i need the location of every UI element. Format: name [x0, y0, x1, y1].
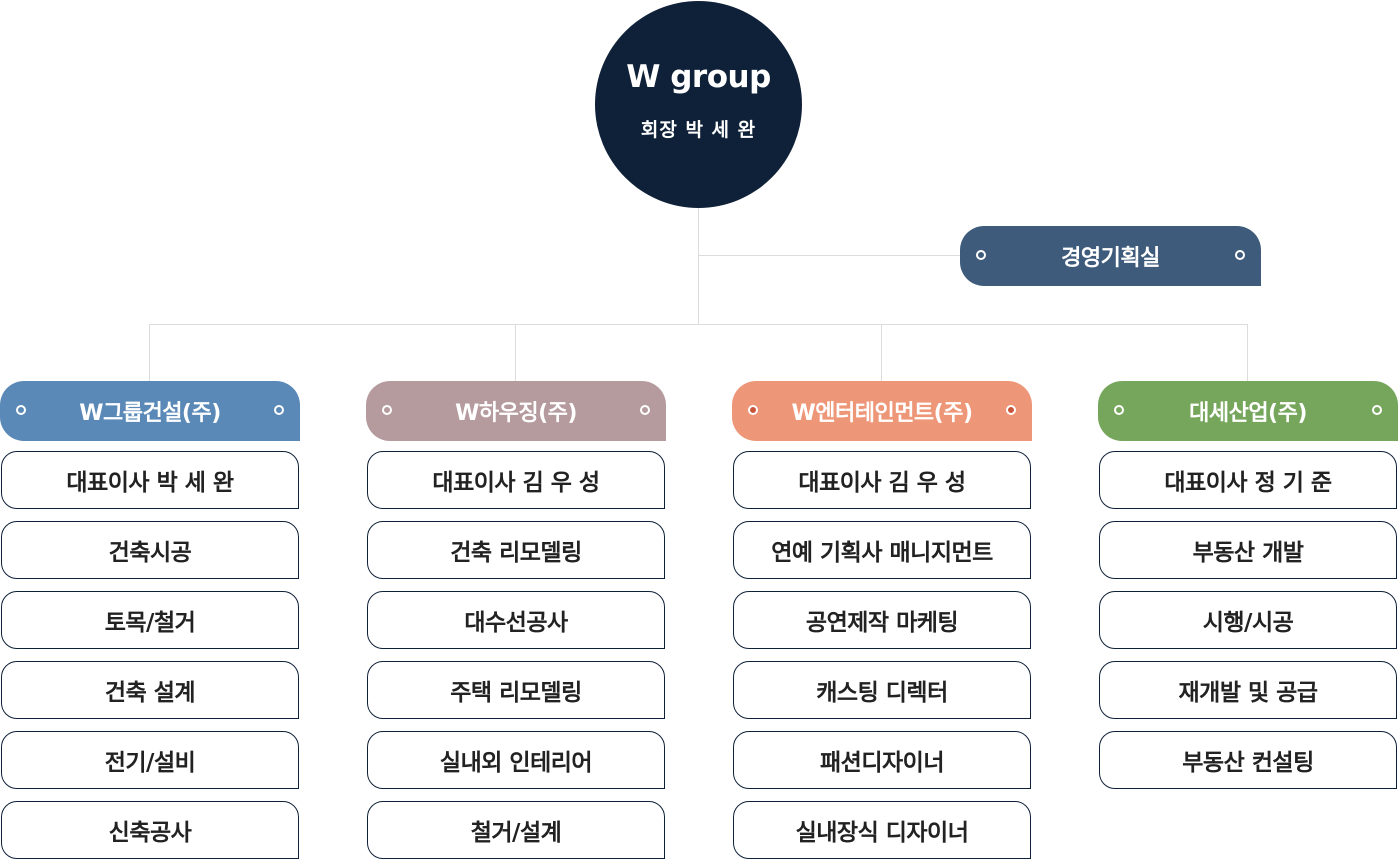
company-item: 실내외 인테리어: [367, 731, 665, 789]
connector-company-3: [881, 324, 882, 381]
dot-icon: [1235, 250, 1245, 260]
company-name: W엔터테인먼트(주): [791, 401, 973, 426]
company-name: W그룹건설(주): [79, 401, 221, 426]
dot-icon: [274, 405, 284, 415]
dot-icon: [1006, 405, 1016, 415]
company-item: 건축 설계: [1, 661, 299, 719]
company-item: 실내장식 디자이너: [733, 801, 1031, 859]
connector-company-2: [515, 324, 516, 381]
company-item: 부동산 개발: [1099, 521, 1397, 579]
connector-horizontal: [149, 324, 1248, 325]
dot-icon: [1372, 405, 1382, 415]
company-item: 대수선공사: [367, 591, 665, 649]
company-node-housing: W하우징(주): [366, 381, 666, 441]
company-item: 캐스팅 디렉터: [733, 661, 1031, 719]
dot-icon: [640, 405, 650, 415]
connector-root-vertical: [698, 208, 699, 325]
company-item: 토목/철거: [1, 591, 299, 649]
company-item: 부동산 컨설팅: [1099, 731, 1397, 789]
dot-icon: [1114, 405, 1124, 415]
company-name: W하우징(주): [455, 401, 577, 426]
company-item: 건축 리모델링: [367, 521, 665, 579]
company-node-industry: 대세산업(주): [1098, 381, 1398, 441]
root-subtitle: 회장 박 세 완: [640, 119, 757, 141]
company-item: 대표이사 김 우 성: [733, 451, 1031, 509]
planning-office-node: 경영기획실: [960, 226, 1261, 286]
company-node-construction: W그룹건설(주): [0, 381, 300, 441]
planning-office-label: 경영기획실: [1061, 246, 1160, 271]
company-node-entertainment: W엔터테인먼트(주): [732, 381, 1032, 441]
connector-company-1: [149, 324, 150, 381]
company-item: 시행/시공: [1099, 591, 1397, 649]
dot-icon: [976, 250, 986, 260]
dot-icon: [748, 405, 758, 415]
company-item: 철거/설계: [367, 801, 665, 859]
company-item: 건축시공: [1, 521, 299, 579]
company-name: 대세산업(주): [1189, 401, 1307, 426]
root-node: W group 회장 박 세 완: [595, 1, 802, 208]
dot-icon: [382, 405, 392, 415]
company-item: 재개발 및 공급: [1099, 661, 1397, 719]
company-item: 대표이사 정 기 준: [1099, 451, 1397, 509]
company-item: 공연제작 마케팅: [733, 591, 1031, 649]
company-item: 전기/설비: [1, 731, 299, 789]
company-item: 대표이사 김 우 성: [367, 451, 665, 509]
root-title: W group: [626, 59, 771, 95]
company-item: 주택 리모델링: [367, 661, 665, 719]
company-item: 연예 기획사 매니지먼트: [733, 521, 1031, 579]
company-item: 패션디자이너: [733, 731, 1031, 789]
connector-planning: [698, 255, 960, 256]
dot-icon: [16, 405, 26, 415]
company-item: 대표이사 박 세 완: [1, 451, 299, 509]
company-item: 신축공사: [1, 801, 299, 859]
connector-company-4: [1247, 324, 1248, 381]
